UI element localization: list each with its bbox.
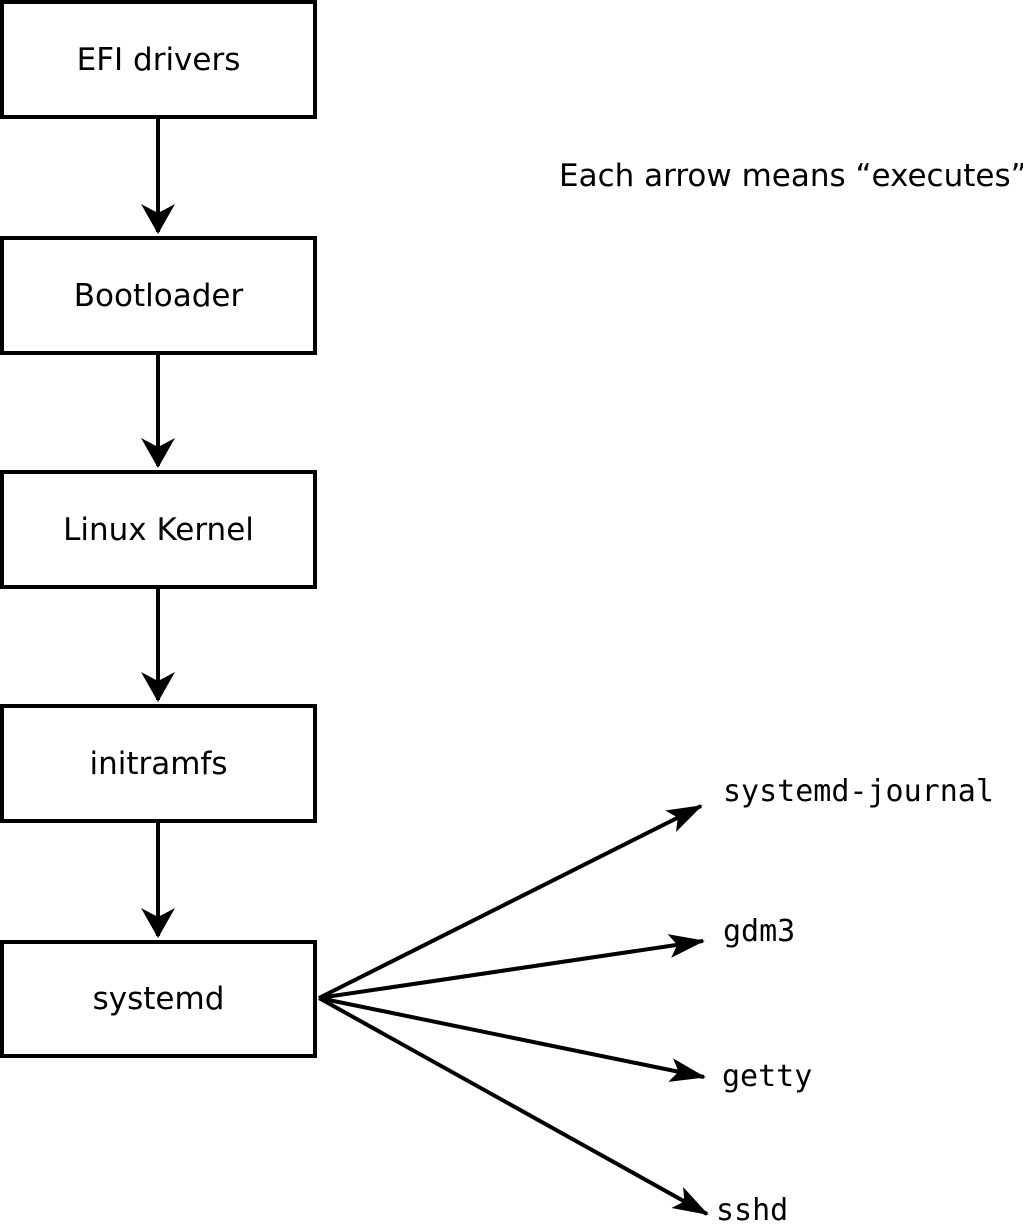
executes-arrow-systemd-to-getty <box>318 996 706 1082</box>
node-systemd-label: systemd <box>92 981 225 1017</box>
node-initramfs: initramfs <box>0 704 317 823</box>
executes-arrow-systemd-to-sshd <box>318 996 709 1216</box>
node-efi-drivers: EFI drivers <box>0 0 317 119</box>
node-bootloader: Bootloader <box>0 236 317 355</box>
node-linux-kernel: Linux Kernel <box>0 470 317 589</box>
node-efi-drivers-label: EFI drivers <box>76 41 241 78</box>
node-systemd: systemd <box>0 940 317 1058</box>
executes-arrow-systemd-to-gdm3 <box>318 934 705 1000</box>
executes-arrow-systemd-to-journal <box>318 804 703 1000</box>
spawned-label-gdm3: gdm3 <box>723 914 796 949</box>
spawned-label-sshd: sshd <box>716 1193 789 1228</box>
node-bootloader-label: Bootloader <box>73 277 244 314</box>
spawned-label-systemd-journal: systemd-journal <box>723 774 994 809</box>
node-linux-kernel-label: Linux Kernel <box>63 511 254 548</box>
arrow-meaning-annotation: Each arrow means “executes”. <box>559 158 1023 194</box>
spawned-label-getty: getty <box>722 1059 813 1094</box>
node-initramfs-label: initramfs <box>89 745 228 782</box>
